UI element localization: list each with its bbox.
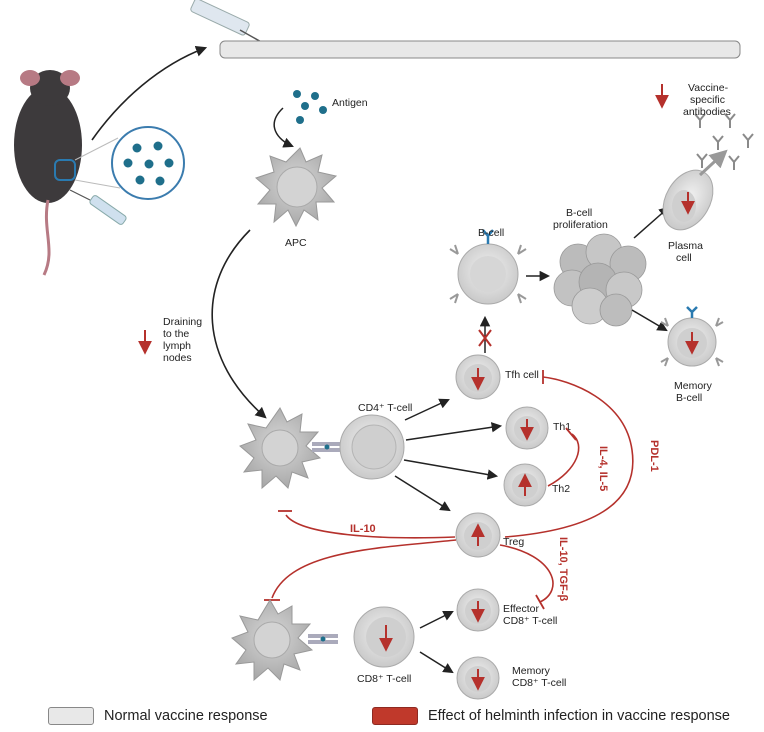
bcell-proliferation-cluster [553,233,647,327]
arrow-cd4-to-th2 [403,459,499,480]
arrow-cd4-to-tfh [404,398,450,421]
apc-label: APC [285,237,307,249]
bcell [449,229,527,305]
memory-bcell [660,306,724,367]
inhibit-bar-th1 [565,427,577,441]
tfh-label: Tfh cell [505,369,539,381]
memory-cd8-cell [456,656,500,700]
cd4-label: CD4⁺ T-cell [358,402,412,414]
il10-label: IL-10 [350,523,376,535]
antigen-zoom-circle [74,126,185,200]
treg-cell [455,512,501,558]
antigen-particles-icon [293,90,327,124]
arrow-cd4-to-treg [394,475,451,512]
plasma-cell [662,169,714,231]
arrow-prolif-to-plasma [633,206,670,239]
cd8-label: CD8⁺ T-cell [357,673,411,685]
legend-helminth: Effect of helminth infection in vaccine … [372,706,730,726]
arrow-cd8-to-memory [419,651,454,674]
legend-normal: Normal vaccine response [48,706,268,726]
effector-cd8-cell [456,588,500,632]
legend-normal-swatch [48,707,94,725]
vaccine-ab-label: Vaccine- specific antibodies [683,82,731,118]
il4-il5-label: IL-4, IL-5 [597,446,609,491]
inhibit-pdl1 [504,376,634,538]
legend-normal-label: Normal vaccine response [104,708,268,724]
apc-cell-cd4 [239,407,322,490]
arrow-apc-to-lymph [211,229,267,419]
arrow-cd4-to-th1 [405,422,503,441]
inhibit-th2-to-th1 [547,433,580,487]
bcell-label: B-cell [478,227,504,239]
antigen-label: Antigen [332,97,368,109]
arrow-plasma-to-antibodies [698,149,728,177]
normal-response-bar [219,40,741,59]
memory-cd8-label: Memory CD8⁺ T-cell [512,665,566,689]
tcr-mhc-complex-cd8 [308,634,338,644]
tcr-mhc-complex-cd4 [312,442,342,452]
mouse-icon [14,70,82,276]
effector-cd8-label: Effector CD8⁺ T-cell [503,603,557,627]
plasma-label: Plasma cell [668,240,706,264]
inhibit-il10-apc [285,514,456,539]
arrow-mouse-to-bar [91,45,208,141]
memory-b-label: Memory B-cell [674,380,715,404]
treg-label: Treg [503,536,524,548]
cd8-tcell [353,606,415,668]
inhibit-il10-apc2 [271,539,457,599]
th1-cell [505,406,549,450]
blocked-x-icon [478,329,492,347]
legend-helminth-label: Effect of helminth infection in vaccine … [428,708,730,724]
th2-label: Th2 [552,483,570,495]
il10-tgfb-label: IL-10, TGF-β [557,537,569,601]
inhibit-bar-effector [535,594,545,610]
cd4-tcell [339,414,405,480]
th2-cell [503,463,547,507]
antibodies-icon [694,113,754,170]
inhibit-il10-tgfb [499,544,554,603]
pdl1-label: PDL-1 [648,440,660,472]
arrow-prolif-to-memory-b [631,309,668,332]
arrow-cd8-to-effector [419,611,454,629]
syringe-injection-icon [69,189,127,225]
bcell-prolif-label: B-cell proliferation [553,207,608,231]
tfh-cell [455,354,501,400]
apc-cell-cd8 [231,599,314,682]
arrow-antigen-to-apc [273,107,294,148]
legend-helminth-swatch [372,707,418,725]
draining-label: Draining to the lymph nodes [163,316,205,364]
apc-cell-top [255,147,338,228]
